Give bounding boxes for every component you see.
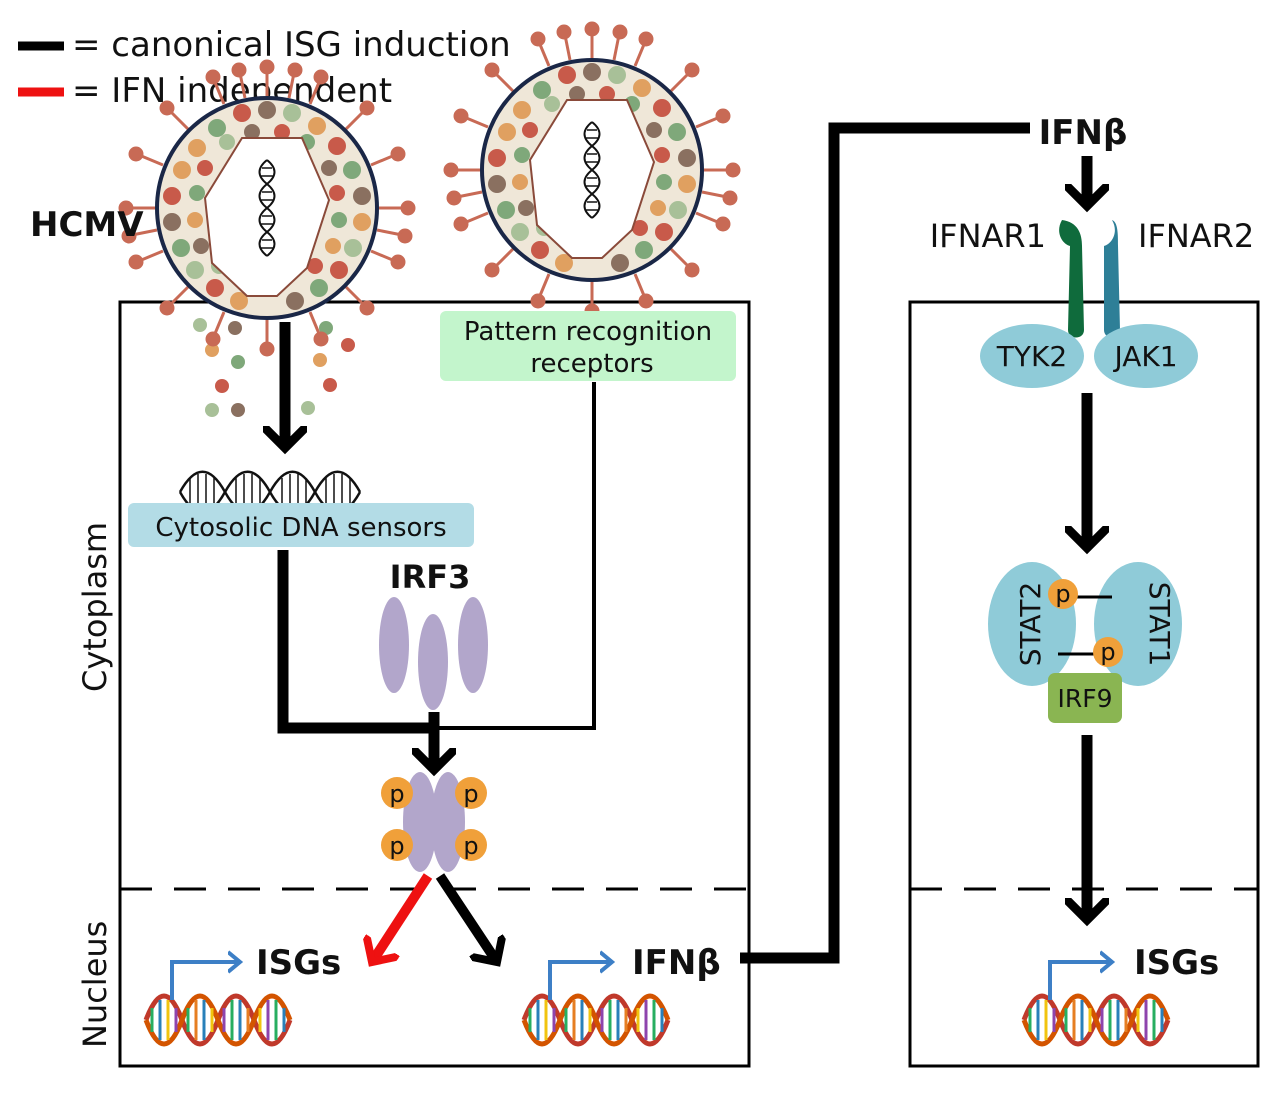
irf3-phospho-3: [381, 829, 413, 861]
right-cell-boundary: [908, 300, 1260, 1068]
stat1-phospho: [1093, 637, 1123, 667]
stat2-phospho: [1048, 579, 1078, 609]
isgs-label-left: ISGs: [256, 943, 341, 983]
ifnb-secretion-line: [740, 122, 1030, 964]
isgs-label-right: ISGs: [1134, 943, 1219, 983]
irf3-phospho-2: [455, 777, 487, 809]
irf3-monomer-3: [418, 614, 448, 710]
irf3-phospho-4: [455, 829, 487, 861]
stat1-phospho-label: p: [1100, 638, 1115, 666]
irf3-monomer-2: [458, 597, 488, 693]
cytosolic-dna-sensors-label: Cytosolic DNA sensors: [155, 513, 446, 543]
irf3-label: IRF3: [390, 558, 471, 596]
ifnar1-receptor: [1059, 220, 1084, 338]
prr-label-line1: Pattern recognition: [464, 317, 712, 347]
isg-promoter-arrow-right: [1048, 962, 1112, 1000]
hcmv-label: HCMV: [30, 205, 144, 245]
stat1-label: STAT1: [1143, 582, 1176, 667]
irf3-phospho-1-label: p: [389, 780, 404, 808]
ifnb-gene: [524, 996, 668, 1044]
tyk2-label: TYK2: [996, 340, 1067, 373]
isg-gene-left: [146, 996, 290, 1044]
ifnar2-label: IFNAR2: [1138, 217, 1254, 255]
ifn-independent-arrow: [372, 873, 433, 962]
hcmv-virion-right: [445, 23, 739, 317]
jak1-kinase: [1094, 324, 1198, 388]
left-cell-boundary: [118, 300, 751, 1068]
prr-label-line2: receptors: [530, 349, 653, 379]
dna-sensor-signal-line: [277, 550, 432, 734]
isg-promoter-arrow-left: [170, 962, 240, 1000]
prr-signal-line: [432, 382, 596, 730]
irf9-protein: [1048, 673, 1122, 723]
irf9-label: IRF9: [1057, 684, 1112, 713]
jak1-label: JAK1: [1112, 340, 1177, 373]
ifnar2-receptor: [1104, 220, 1120, 338]
cytosolic-dna-sensors-box: [128, 503, 474, 547]
irf3-phospho-2-label: p: [463, 780, 478, 808]
ifnb-promoter-arrow: [548, 962, 612, 1000]
released-particles: [193, 318, 355, 417]
ifnar1-label: IFNAR1: [930, 217, 1046, 255]
stat2-label: STAT2: [1014, 582, 1047, 667]
isg-gene-right: [1024, 996, 1168, 1044]
prr-box: [440, 311, 736, 381]
ifnb-ligand-label: IFNβ: [1039, 113, 1128, 153]
nucleus-label: Nucleus: [76, 921, 114, 1048]
cytoplasm-label: Cytoplasm: [76, 522, 114, 692]
legend-canonical-label: = canonical ISG induction: [72, 25, 511, 65]
irf3-phospho-1: [381, 777, 413, 809]
canonical-ifnb-arrow: [435, 873, 497, 962]
stat2-phospho-label: p: [1055, 580, 1070, 608]
irf3-phospho-3-label: p: [389, 832, 404, 860]
irf3-monomer-1: [379, 597, 409, 693]
hcmv-virion-left: [120, 61, 414, 355]
ifnb-gene-label: IFNβ: [632, 943, 721, 983]
tyk2-kinase: [980, 324, 1084, 388]
irf3-phospho-4-label: p: [463, 832, 478, 860]
